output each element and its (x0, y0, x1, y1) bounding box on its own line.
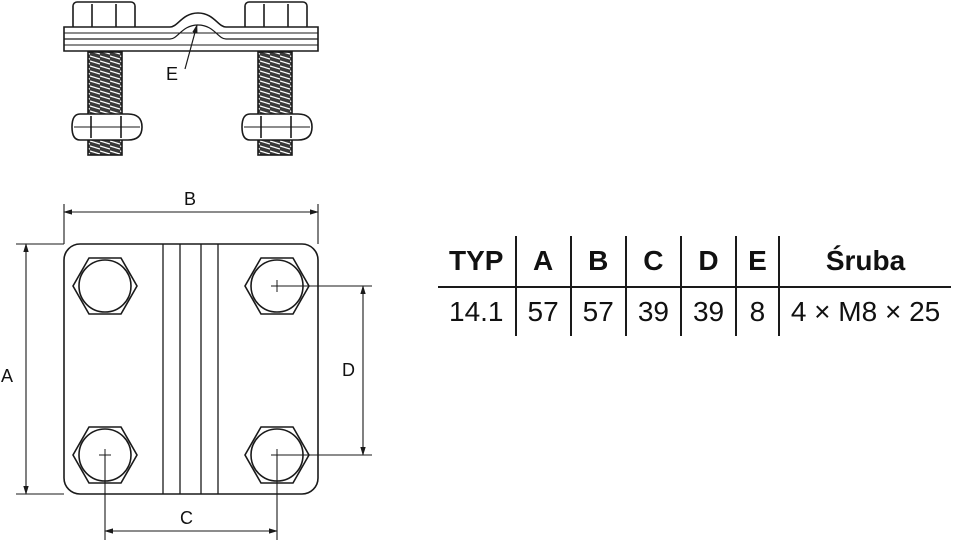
bottom-nut-right (241, 113, 313, 141)
table-header-row: TYP A B C D E Śruba (438, 236, 952, 288)
clamp-plate-outline (63, 243, 319, 495)
cell-c: 39 (624, 287, 681, 336)
clamp-technical-drawing: E (1, 1, 372, 540)
column-header-typ: TYP (438, 236, 516, 288)
table-row: 14.1 57 57 39 39 8 4 × M8 × 25 (438, 287, 952, 336)
column-header-c: C (624, 236, 681, 288)
dimension-e-leader (184, 24, 198, 70)
cell-a: 57 (514, 287, 571, 336)
cell-d: 39 (679, 287, 737, 336)
dimension-d (277, 285, 372, 456)
dimension-b (63, 204, 319, 244)
cell-sruba: 4 × M8 × 25 (777, 287, 952, 336)
cell-e: 8 (735, 287, 779, 336)
column-header-b: B (569, 236, 626, 288)
cell-typ: 14.1 (449, 296, 504, 327)
top-view (63, 243, 319, 495)
column-header-e: E (735, 236, 779, 288)
bolt-head-top-left (72, 257, 138, 315)
dimension-d-label: D (342, 360, 355, 380)
dimension-e-label: E (166, 64, 178, 84)
dimension-b-label: B (184, 189, 196, 209)
top-nut-left (72, 1, 136, 31)
column-header-d: D (679, 236, 737, 288)
side-view (63, 1, 319, 156)
dimension-lines (16, 204, 372, 540)
column-header-sruba: Śruba (777, 236, 952, 288)
dimension-a-label: A (1, 366, 13, 386)
clamp-plates (63, 12, 319, 52)
specification-table: TYP A B C D E Śruba 14.1 57 57 39 39 8 4… (438, 236, 952, 336)
dimension-c-label: C (180, 508, 193, 528)
dimension-a (16, 243, 64, 495)
bottom-nut-left (71, 113, 143, 141)
top-nut-right (244, 1, 308, 31)
centre-groove (162, 244, 219, 494)
cell-b: 57 (569, 287, 626, 336)
column-header-a: A (514, 236, 571, 288)
dimension-c (104, 455, 278, 540)
